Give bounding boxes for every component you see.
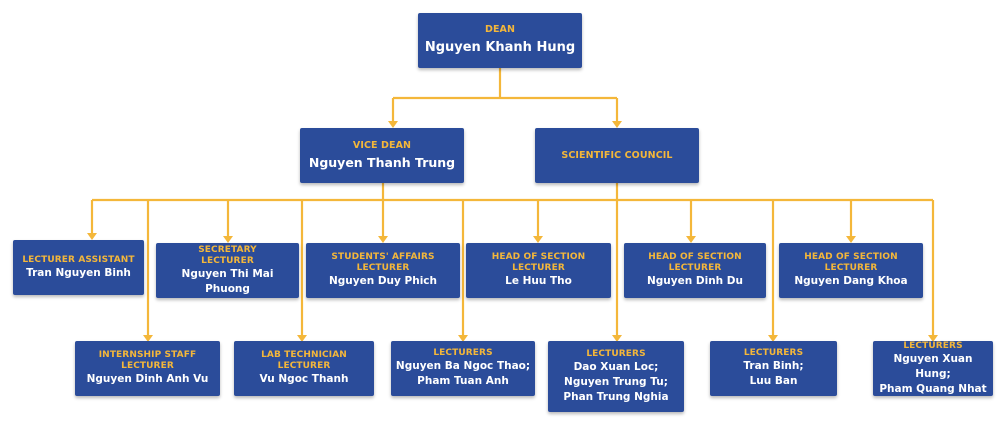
- arrowhead-secretary: [223, 236, 233, 243]
- scientific-council-box: SCIENTIFIC COUNCIL: [535, 128, 699, 183]
- lecturers-2-names: Dao Xuan Loc; Nguyen Trung Tu; Phan Trun…: [563, 360, 669, 403]
- students-affairs-box: STUDENTS' AFFAIRS LECTURER Nguyen Duy Ph…: [306, 243, 460, 298]
- students-affairs-role: STUDENTS' AFFAIRS LECTURER: [331, 252, 435, 273]
- arrowhead-students-affairs: [378, 236, 388, 243]
- lecturers-4-box: LECTURERS Nguyen Xuan Hung; Pham Quang N…: [873, 341, 993, 396]
- lecturers-3-box: LECTURERS Tran Binh; Luu Ban: [710, 341, 837, 396]
- arrowhead-lecturer-assistant: [87, 233, 97, 240]
- lecturers-3-names: Tran Binh; Luu Ban: [743, 360, 804, 387]
- lecturers-1-box: LECTURERS Nguyen Ba Ngoc Thao; Pham Tuan…: [391, 341, 535, 396]
- lab-technician-role: LAB TECHNICIAN LECTURER: [261, 350, 347, 371]
- vice-dean-role: VICE DEAN: [352, 140, 412, 151]
- lecturers-4-role: LECTURERS: [903, 340, 963, 351]
- lecturers-1-names: Nguyen Ba Ngoc Thao; Pham Tuan Anh: [395, 360, 531, 387]
- dean-box: DEAN Nguyen Khanh Hung: [418, 13, 582, 68]
- head-section-1-role: HEAD OF SECTION LECTURER: [491, 252, 586, 273]
- dean-name: Nguyen Khanh Hung: [424, 40, 576, 55]
- students-affairs-name: Nguyen Duy Phich: [328, 275, 438, 287]
- arrowhead-head-section-1: [533, 236, 543, 243]
- head-section-3-name: Nguyen Dang Khoa: [794, 275, 908, 287]
- internship-staff-box: INTERNSHIP STAFF LECTURER Nguyen Dinh An…: [75, 341, 220, 396]
- scientific-council-role: SCIENTIFIC COUNCIL: [561, 150, 673, 161]
- lecturers-1-role: LECTURERS: [433, 348, 493, 358]
- vice-dean-name: Nguyen Thanh Trung: [308, 155, 456, 170]
- lecturer-assistant-role: LECTURER ASSISTANT: [22, 254, 135, 265]
- lecturers-2-box: LECTURERS Dao Xuan Loc; Nguyen Trung Tu;…: [548, 341, 684, 412]
- lecturers-3-role: LECTURERS: [743, 348, 804, 358]
- head-section-3-role: HEAD OF SECTION LECTURER: [804, 252, 898, 273]
- lecturers-4-names: Nguyen Xuan Hung; Pham Quang Nhat: [879, 352, 987, 395]
- arrowhead-lecturers-1: [458, 335, 468, 342]
- arrowhead-lecturers-2: [612, 335, 622, 342]
- lecturers-2-role: LECTURERS: [586, 348, 646, 359]
- arrowhead-head-section-2: [686, 236, 696, 243]
- arrowhead-lab-technician: [297, 335, 307, 342]
- head-section-2-name: Nguyen Dinh Du: [647, 275, 743, 287]
- secretary-name: Nguyen Thi Mai Phuong: [181, 267, 274, 295]
- arrowhead-vice-dean: [388, 121, 398, 128]
- head-section-3-box: HEAD OF SECTION LECTURER Nguyen Dang Kho…: [779, 243, 923, 298]
- dean-role: DEAN: [484, 24, 516, 35]
- head-section-1-box: HEAD OF SECTION LECTURER Le Huu Tho: [466, 243, 611, 298]
- arrowhead-scientific-council: [612, 121, 622, 128]
- arrowhead-internship-staff: [143, 335, 153, 342]
- arrowhead-lecturers-3: [768, 335, 778, 342]
- lab-technician-box: LAB TECHNICIAN LECTURER Vu Ngoc Thanh: [234, 341, 374, 396]
- arrowhead-lecturers-4: [928, 335, 938, 342]
- internship-staff-role: INTERNSHIP STAFF LECTURER: [98, 350, 197, 371]
- lecturer-assistant-box: LECTURER ASSISTANT Tran Nguyen Binh: [13, 240, 144, 295]
- arrowhead-head-section-3: [846, 236, 856, 243]
- head-section-1-name: Le Huu Tho: [505, 275, 572, 287]
- internship-staff-name: Nguyen Dinh Anh Vu: [86, 373, 209, 385]
- secretary-role: SECRETARY LECTURER: [198, 244, 257, 266]
- secretary-box: SECRETARY LECTURER Nguyen Thi Mai Phuong: [156, 243, 299, 298]
- head-section-2-box: HEAD OF SECTION LECTURER Nguyen Dinh Du: [624, 243, 766, 298]
- head-section-2-role: HEAD OF SECTION LECTURER: [648, 252, 742, 273]
- lecturer-assistant-name: Tran Nguyen Binh: [26, 266, 131, 279]
- vice-dean-box: VICE DEAN Nguyen Thanh Trung: [300, 128, 464, 183]
- lab-technician-name: Vu Ngoc Thanh: [259, 373, 349, 385]
